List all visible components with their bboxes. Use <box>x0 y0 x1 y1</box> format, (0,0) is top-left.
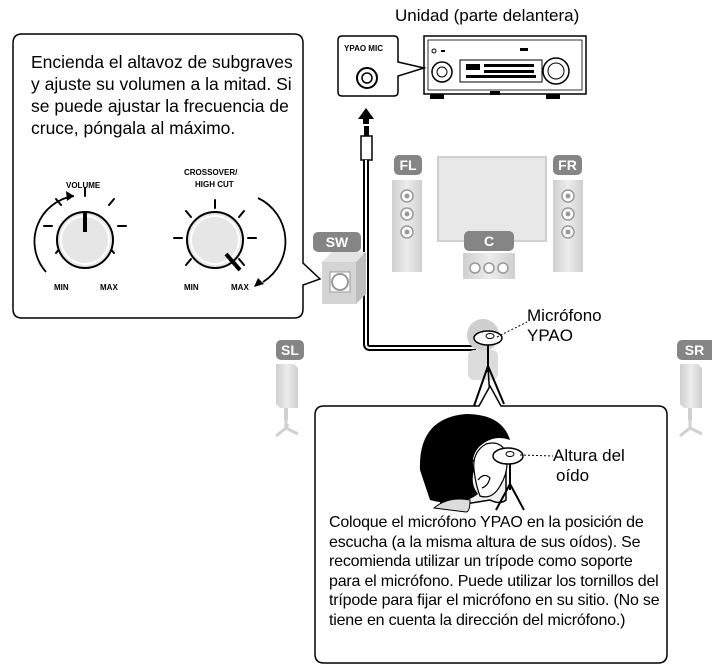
microphone-label: Micrófono YPAO <box>527 306 637 346</box>
ypao-microphone-on-tripod-icon <box>473 330 505 407</box>
speaker-sr-tag: SR <box>677 340 712 360</box>
volume-knob-icon <box>33 187 127 273</box>
volume-max-label: MAX <box>100 283 118 292</box>
microphone-cable <box>360 126 476 351</box>
tv-screen <box>437 156 547 242</box>
subwoofer-icon <box>322 252 366 304</box>
ypao-mic-jack-callout <box>337 35 427 97</box>
crossover-knob-title-line1: CROSSOVER/ <box>184 168 238 177</box>
microphone-instruction-text: Coloque el micrófono YPAO en la posición… <box>329 514 660 629</box>
crossover-max-label: MAX <box>231 283 249 292</box>
subwoofer-instruction-text: Encienda el altavoz de subgraves y ajust… <box>31 52 293 138</box>
speaker-sr-icon <box>679 364 703 438</box>
volume-knob-title: VOLUME <box>66 181 101 190</box>
volume-min-label: MIN <box>54 283 69 292</box>
speaker-c-icon <box>463 253 515 279</box>
microphone-callout-frame <box>314 384 668 664</box>
speaker-sw-tag: SW <box>313 232 361 252</box>
microphone-label-line2: YPAO <box>527 326 573 345</box>
speaker-fl-tag: FL <box>394 155 422 175</box>
person-head-icon <box>419 414 510 513</box>
speaker-fr-tag: FR <box>553 155 582 175</box>
av-receiver-icon <box>423 35 587 99</box>
speaker-c-tag: C <box>464 231 514 251</box>
unit-front-title: Unidad (parte delantera) <box>395 6 580 25</box>
ear-leader-line <box>519 454 554 457</box>
ypao-mic-jack-label: YPAO MIC <box>344 44 383 53</box>
ear-height-label: Altura del oído <box>553 446 653 486</box>
crossover-knob-title-line2: HIGH CUT <box>195 180 234 189</box>
mic-leader-line <box>496 321 528 338</box>
ear-height-line2: oído <box>556 466 590 485</box>
crossover-min-label: MIN <box>184 283 199 292</box>
speaker-fl-icon <box>392 180 422 272</box>
crossover-knob-icon <box>173 197 287 287</box>
speaker-sl-tag: SL <box>276 340 304 360</box>
arrow-up-icon <box>358 108 374 124</box>
microphone-label-line1: Micrófono <box>527 306 602 325</box>
ear-height-microphone-icon <box>492 447 525 511</box>
speaker-fr-icon <box>553 180 583 272</box>
speaker-sl-icon <box>275 364 299 438</box>
ear-height-line1: Altura del <box>553 446 625 465</box>
